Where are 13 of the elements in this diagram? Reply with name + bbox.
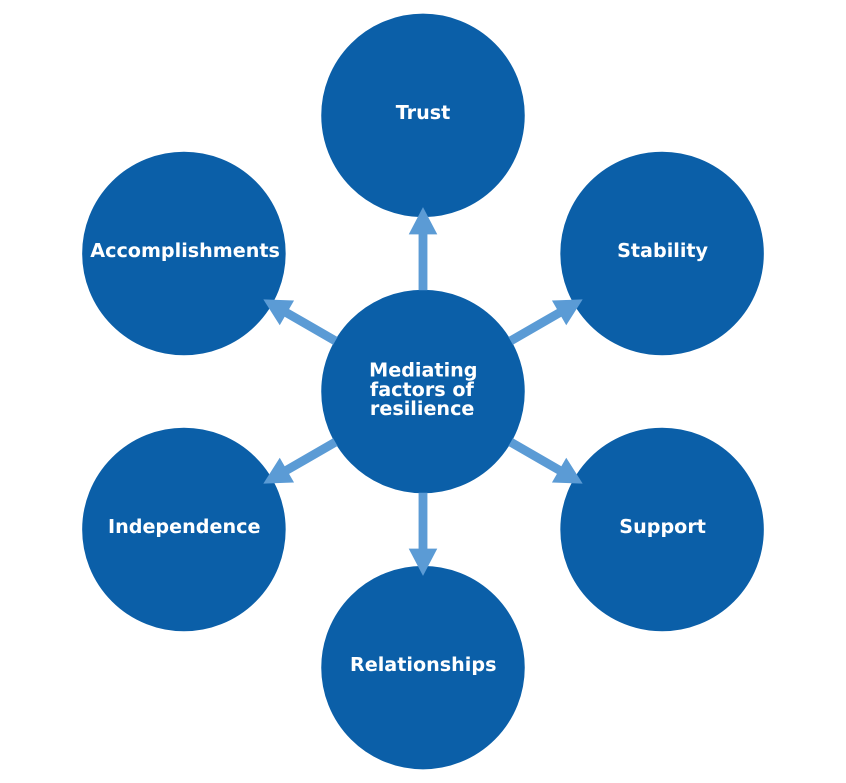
arrow	[408, 492, 438, 576]
arrow	[263, 438, 338, 484]
arrow	[263, 299, 338, 345]
node-circle: Trust	[321, 14, 525, 218]
arrow	[508, 299, 583, 345]
node-circle: Stability	[560, 152, 764, 356]
arrow	[408, 207, 438, 290]
arrow	[508, 438, 583, 484]
node-circle: Relationships	[321, 566, 525, 770]
node-circle: Accomplishments	[82, 152, 286, 356]
node-circle: Mediating factors of resilience	[321, 290, 525, 494]
node-circle: Independence	[82, 428, 286, 632]
node-circle: Support	[560, 428, 764, 632]
